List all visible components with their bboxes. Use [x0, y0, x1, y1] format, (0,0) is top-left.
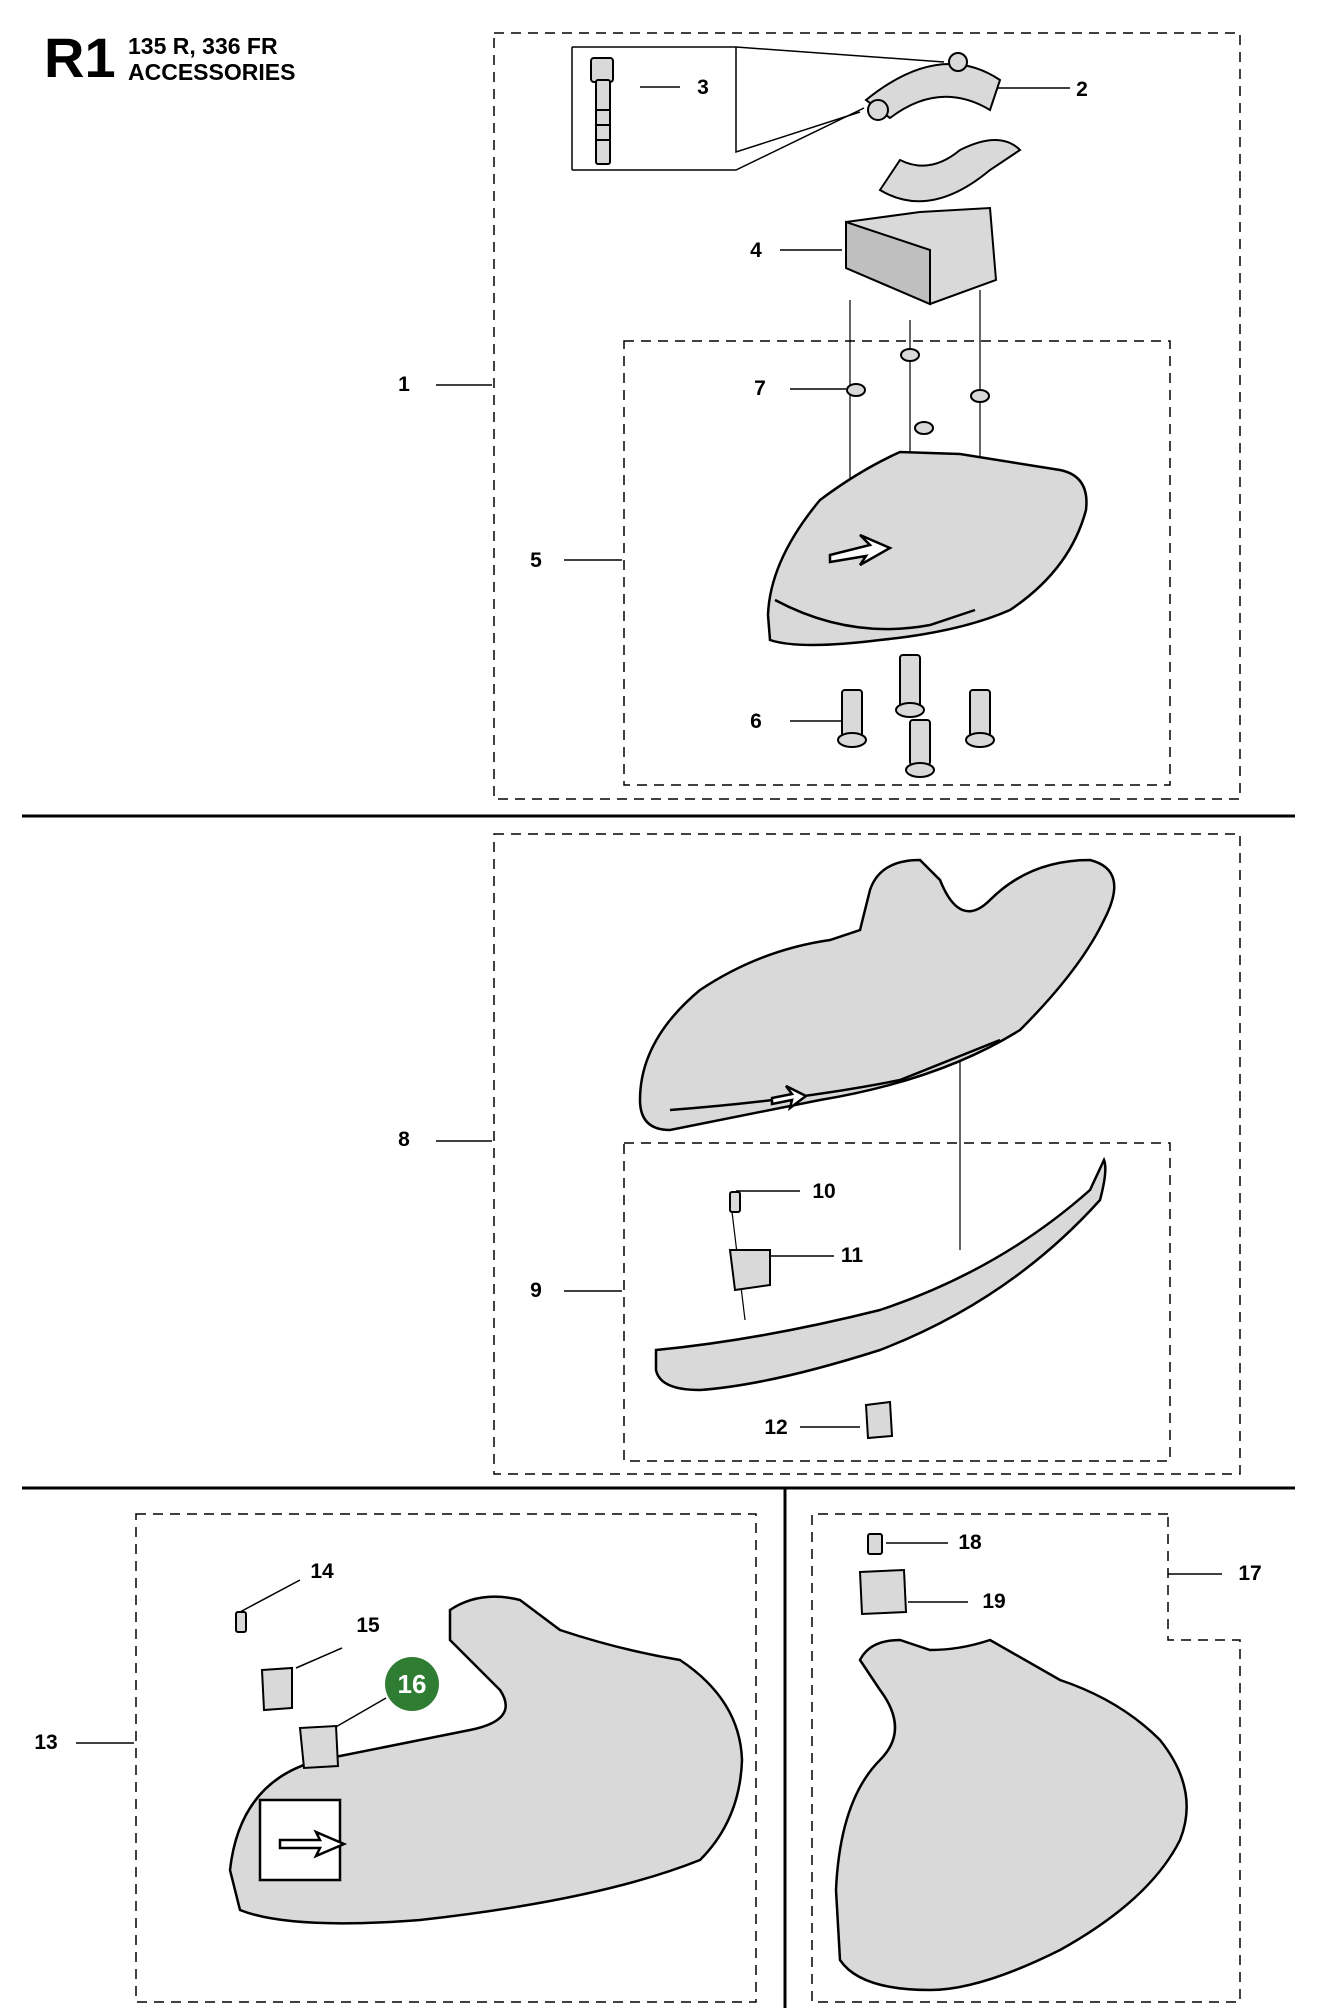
callout-4: 4 — [750, 239, 762, 262]
section-code: R1 — [44, 26, 116, 89]
callout-18: 18 — [958, 1531, 982, 1554]
callout-17: 17 — [1238, 1562, 1262, 1585]
callout-19: 19 — [982, 1590, 1006, 1613]
callout-15: 15 — [356, 1614, 380, 1637]
callout-10: 10 — [812, 1180, 836, 1203]
callout-7: 7 — [754, 377, 766, 400]
callout-8: 8 — [398, 1128, 410, 1151]
group-box-5 — [623, 340, 1171, 786]
callout-2: 2 — [1076, 78, 1088, 101]
group-box-9 — [623, 1142, 1171, 1462]
group-box-13 — [135, 1513, 757, 2003]
model-list: 135 R, 336 FR — [128, 33, 278, 59]
callout-16-highlight: 16 — [385, 1657, 439, 1711]
callout-9: 9 — [530, 1279, 542, 1302]
callout-13: 13 — [34, 1731, 58, 1754]
callout-5: 5 — [530, 549, 542, 572]
callout-3: 3 — [697, 76, 709, 99]
group-box-17 — [811, 1513, 1241, 2003]
group-box-8 — [493, 833, 1241, 1475]
callout-12: 12 — [764, 1416, 788, 1439]
section-title: ACCESSORIES — [128, 59, 296, 85]
callout-14: 14 — [310, 1560, 334, 1583]
callout-1: 1 — [398, 373, 410, 396]
callout-6: 6 — [750, 710, 762, 733]
callout-11: 11 — [840, 1244, 864, 1267]
group-box-1 — [493, 32, 1241, 800]
